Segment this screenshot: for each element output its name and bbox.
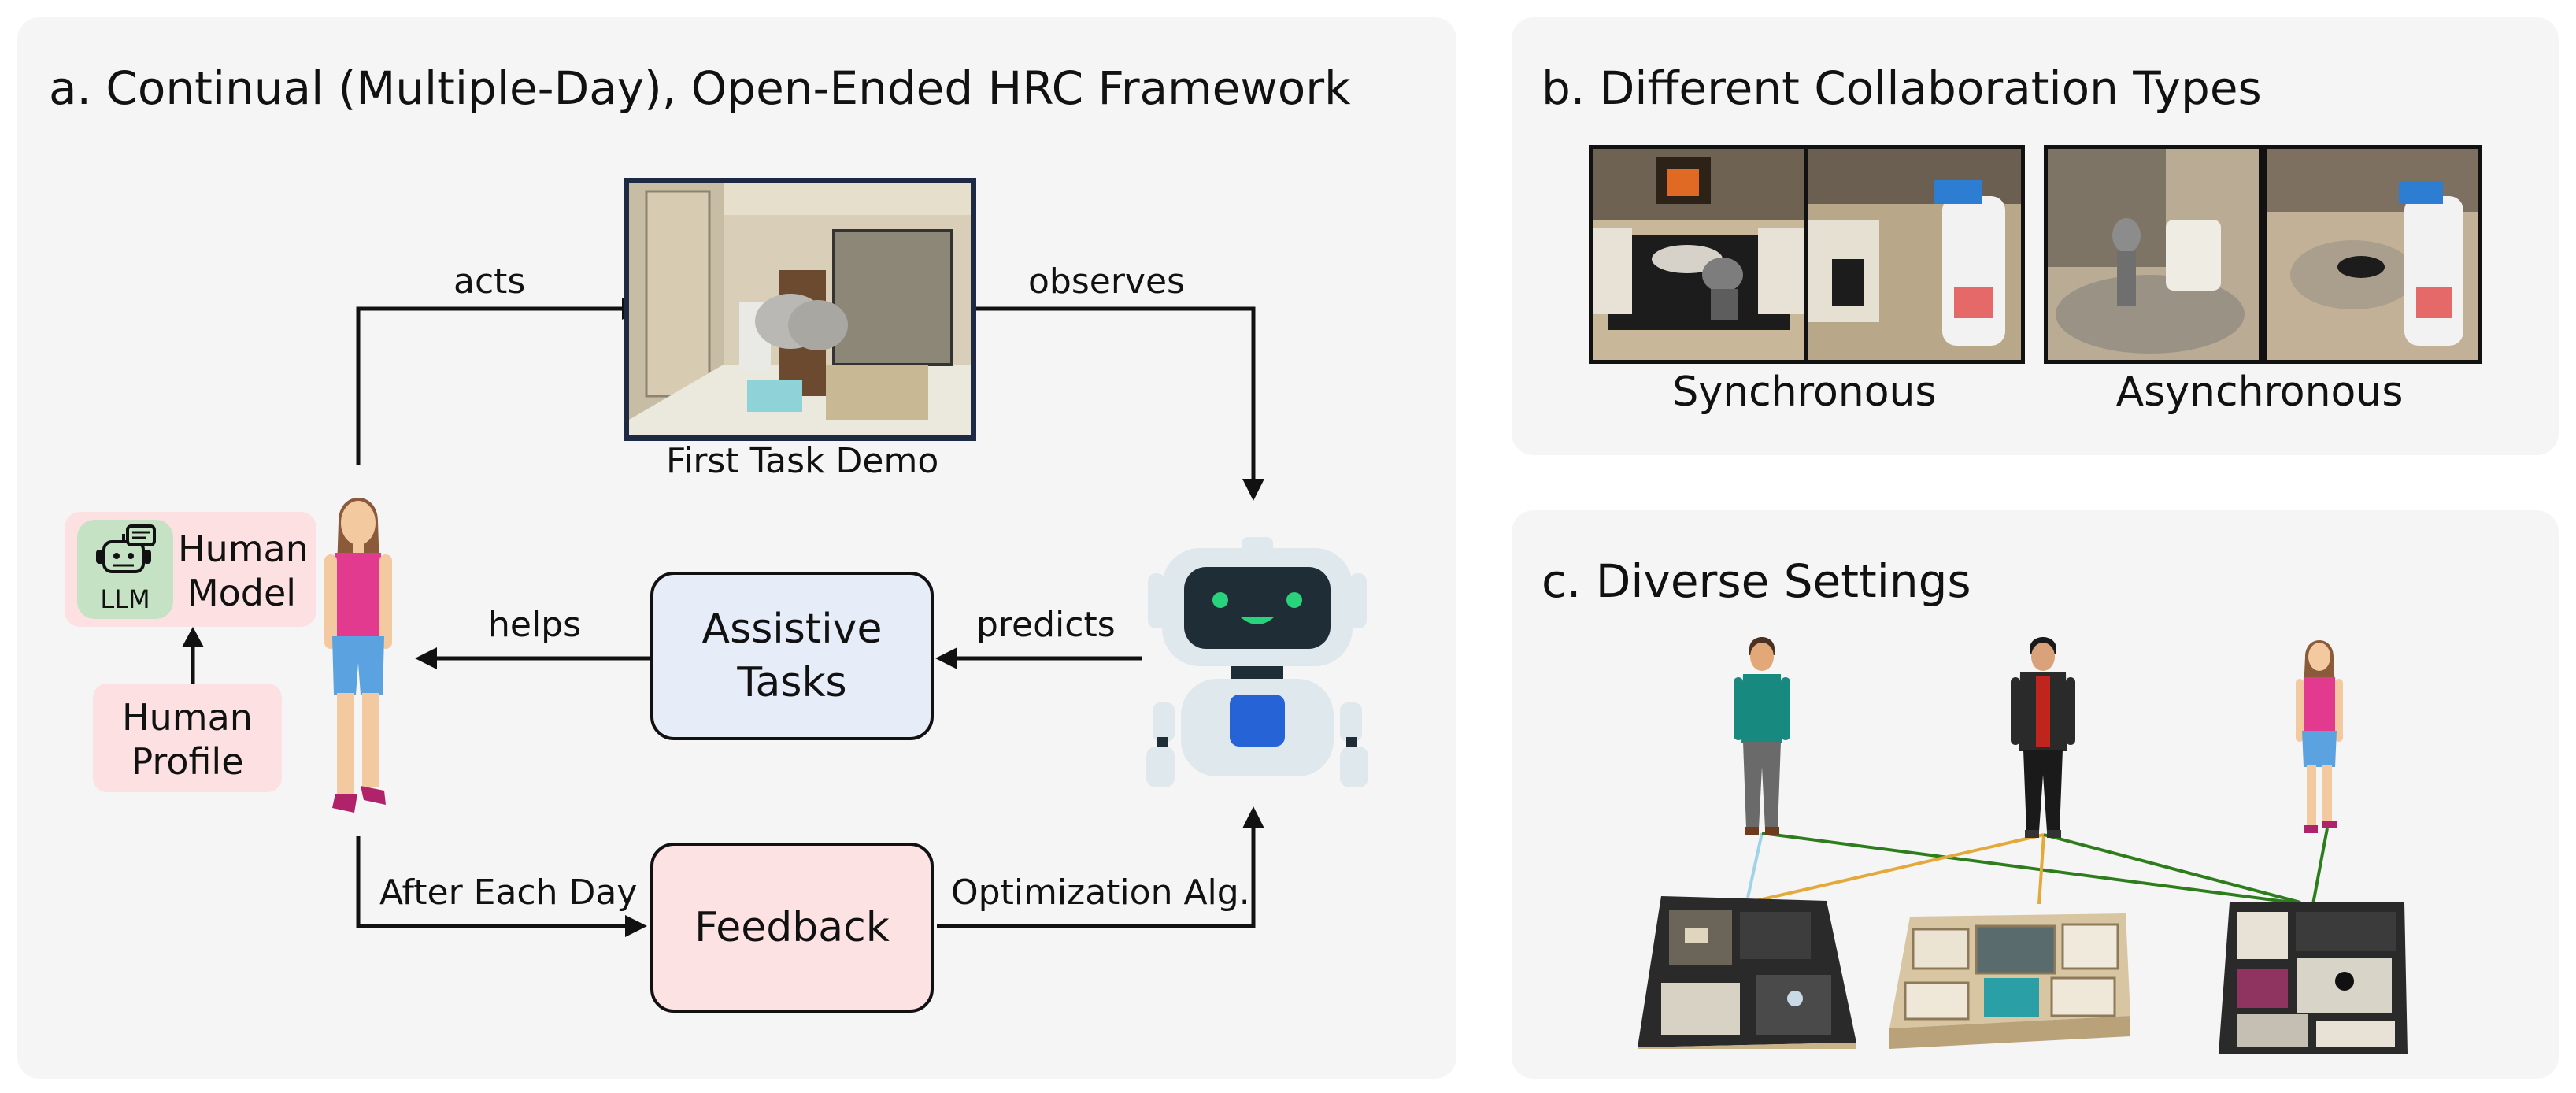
human-model-line2: Model (187, 572, 297, 614)
bathroom-scene (629, 183, 971, 435)
floorplan-house-1 (1638, 896, 1856, 1049)
observes-arrow (975, 306, 1256, 479)
link-man2-house3 (2043, 833, 2301, 904)
person-pink-top (2296, 640, 2343, 833)
llm-label: LLM (100, 584, 150, 614)
label-observes: observes (1028, 261, 1185, 302)
label-predicts: predicts (976, 605, 1116, 645)
first-task-demo-image (624, 178, 976, 441)
robot-figure (1146, 537, 1368, 787)
person-teal-shirt (1734, 637, 1790, 835)
floorplan-house-3 (2219, 902, 2408, 1054)
label-helps: helps (488, 605, 582, 645)
human-profile-line2: Profile (131, 740, 244, 783)
person-black-jacket (2011, 637, 2075, 838)
optimization-arrow (937, 828, 1256, 928)
link-man2-house2 (2037, 834, 2045, 905)
sync-image-robot (1804, 145, 2025, 364)
label-optimization: Optimization Alg. (951, 873, 1250, 913)
synchronous-label: Synchronous (1672, 369, 1937, 416)
human-profile-box (93, 684, 282, 792)
panel-c-title: c. Diverse Settings (1542, 554, 1971, 608)
human-model-line1: Human (178, 528, 309, 570)
sync-image-human (1589, 145, 1809, 364)
human-profile-line1: Human (122, 696, 253, 739)
llm-robot-icon (96, 524, 156, 573)
feedback-box: Feedback (650, 843, 934, 1013)
async-image-human (2044, 145, 2263, 364)
panel-a-connectors (182, 298, 1264, 937)
settings-connections (1746, 828, 2329, 906)
label-after-each-day: After Each Day (379, 873, 638, 913)
link-man1-house1 (1746, 832, 1764, 898)
label-acts: acts (453, 261, 526, 302)
link-woman-house3 (2311, 828, 2329, 905)
floorplan-house-2 (1889, 913, 2130, 1049)
assistive-tasks-line1: Assistive (701, 606, 883, 653)
after-each-day-arrow (356, 836, 625, 928)
assistive-tasks-box: Assistive Tasks (650, 572, 934, 740)
link-man1-house3 (1761, 832, 2304, 906)
link-man2-house1 (1755, 833, 2045, 902)
assistive-tasks-line2: Tasks (737, 659, 847, 706)
demo-caption: First Task Demo (666, 441, 939, 481)
async-image-robot (2263, 145, 2482, 364)
panel-b-title: b. Different Collaboration Types (1542, 61, 2262, 115)
human-figure (324, 498, 392, 813)
acts-arrow (356, 306, 622, 465)
panel-a-title: a. Continual (Multiple-Day), Open-Ended … (49, 61, 1351, 115)
asynchronous-label: Asynchronous (2115, 369, 2404, 416)
